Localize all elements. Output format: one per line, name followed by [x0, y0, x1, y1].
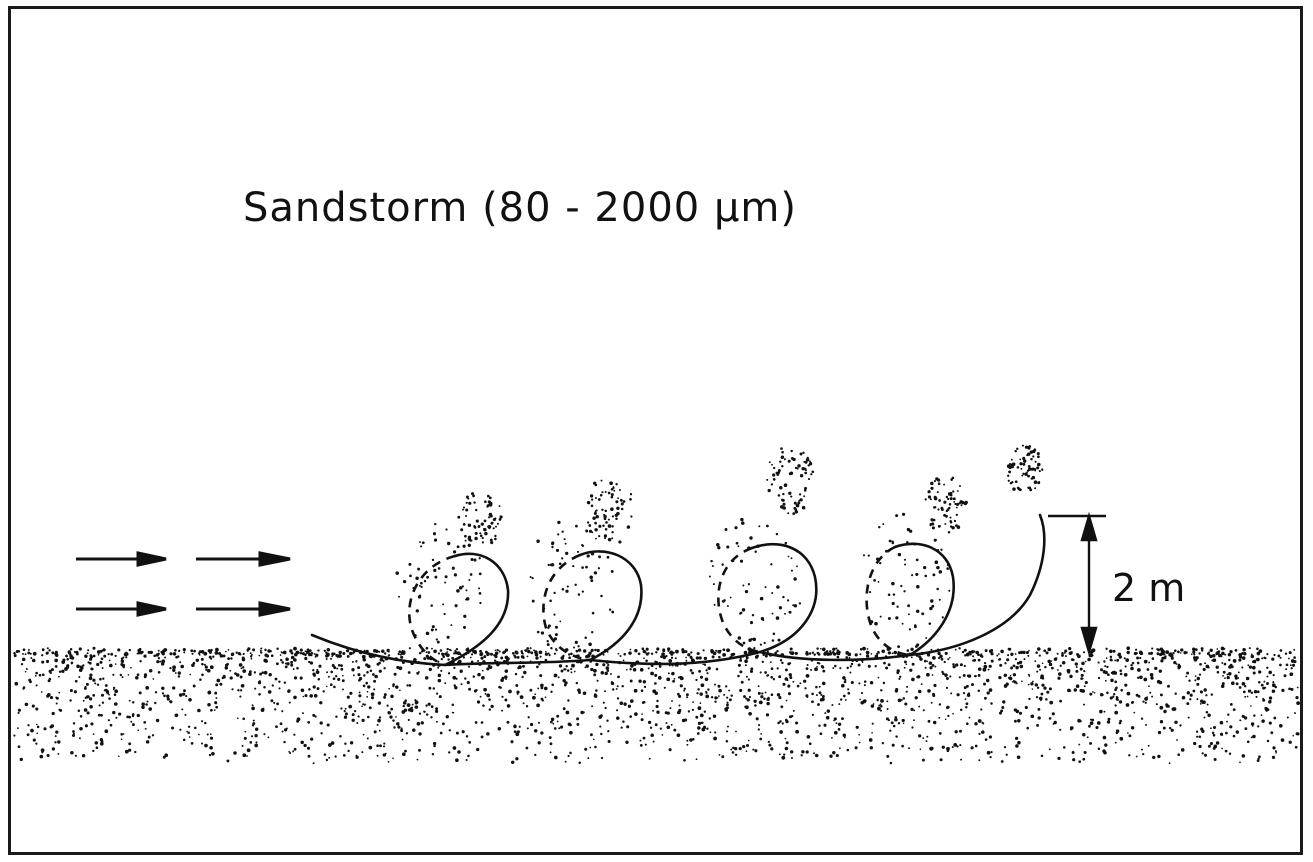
- height-scale-label: 2 m: [1112, 566, 1185, 610]
- trajectory-loops-back: [409, 547, 910, 665]
- diagram-title: Sandstorm (80 - 2000 µm): [243, 185, 797, 231]
- saltation-trajectory: [312, 515, 1044, 665]
- wind-arrow-icon: [76, 603, 166, 615]
- wind-arrow-icon: [76, 553, 166, 565]
- wind-arrows: [76, 553, 290, 615]
- height-scale-bar: [1048, 516, 1106, 652]
- suspended-sand: [395, 445, 1043, 659]
- wind-arrow-icon: [196, 553, 290, 565]
- wind-arrow-icon: [196, 603, 290, 615]
